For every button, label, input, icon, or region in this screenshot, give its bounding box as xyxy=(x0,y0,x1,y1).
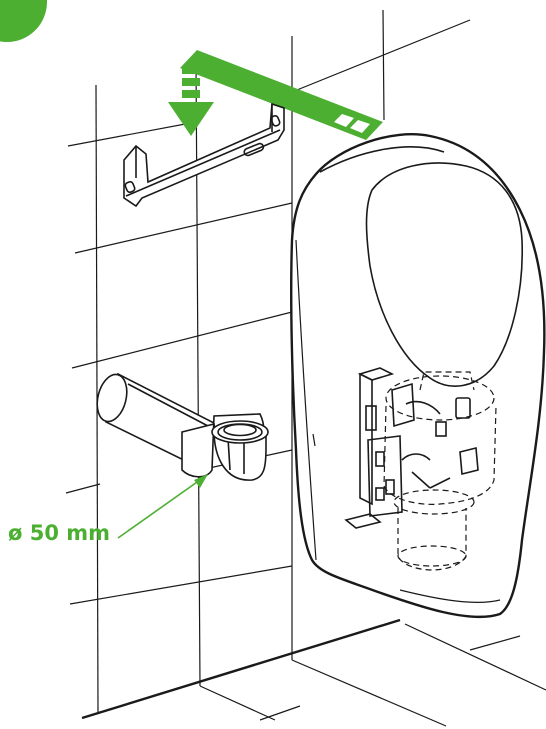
drain-pipe xyxy=(96,372,269,481)
wall-bracket xyxy=(123,102,285,208)
green-down-arrow-icon xyxy=(168,66,214,136)
flush-mechanism xyxy=(344,367,497,571)
urinal xyxy=(290,133,546,619)
pipe-diameter-label: ø 50 mm xyxy=(8,521,111,545)
floor xyxy=(81,618,546,727)
dimension-leader xyxy=(117,474,208,539)
step-marker-circle xyxy=(0,0,47,42)
mounting-height-guide xyxy=(180,50,383,140)
